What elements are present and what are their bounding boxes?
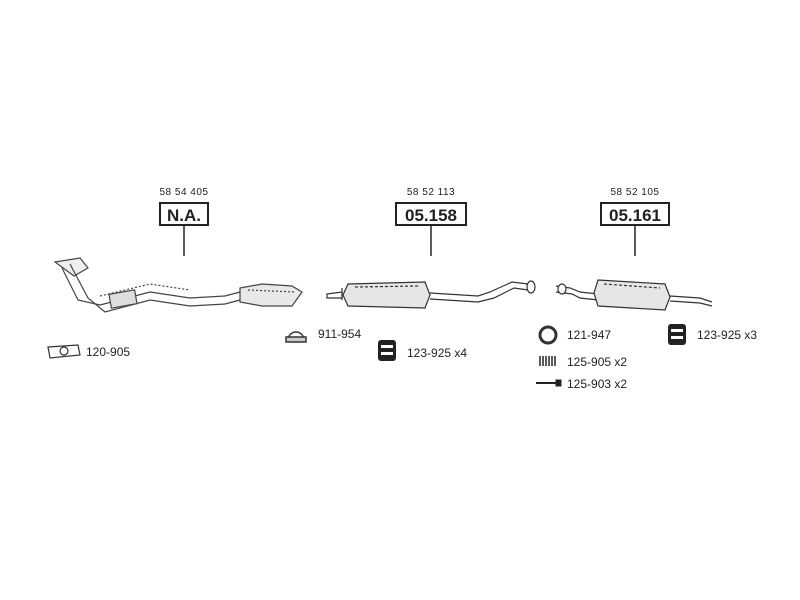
hanger-rear-label[interactable]: 123-925 x3: [697, 328, 758, 342]
bolt-label[interactable]: 125-903 x2: [567, 377, 628, 391]
bolt-icon: [536, 379, 562, 387]
spring-label[interactable]: 125-905 x2: [567, 355, 628, 369]
clamp-label[interactable]: 911-954: [318, 327, 362, 341]
hanger-mid-label[interactable]: 123-925 x4: [407, 346, 468, 360]
part-number-box-1[interactable]: N.A.: [159, 202, 209, 226]
oem-number-1: 58 54 405: [159, 187, 209, 198]
gasket-icon: [47, 344, 81, 359]
sealing-ring-icon: [538, 325, 558, 345]
rubber-hanger-rear-icon: [668, 324, 686, 345]
part-number-box-3[interactable]: 05.161: [600, 202, 670, 226]
ring-label[interactable]: 121-947: [567, 328, 612, 342]
rubber-hanger-icon: [378, 340, 396, 361]
rear-silencer-part: [555, 279, 713, 311]
middle-silencer-part: [326, 280, 536, 309]
front-pipe-part: [53, 257, 303, 313]
gasket-label[interactable]: 120-905: [86, 345, 131, 359]
oem-number-3: 58 52 105: [610, 187, 660, 198]
spring-icon: [539, 356, 556, 366]
part-number-box-2[interactable]: 05.158: [395, 202, 467, 226]
oem-number-2: 58 52 113: [406, 187, 456, 198]
clamp-icon: [285, 331, 307, 343]
